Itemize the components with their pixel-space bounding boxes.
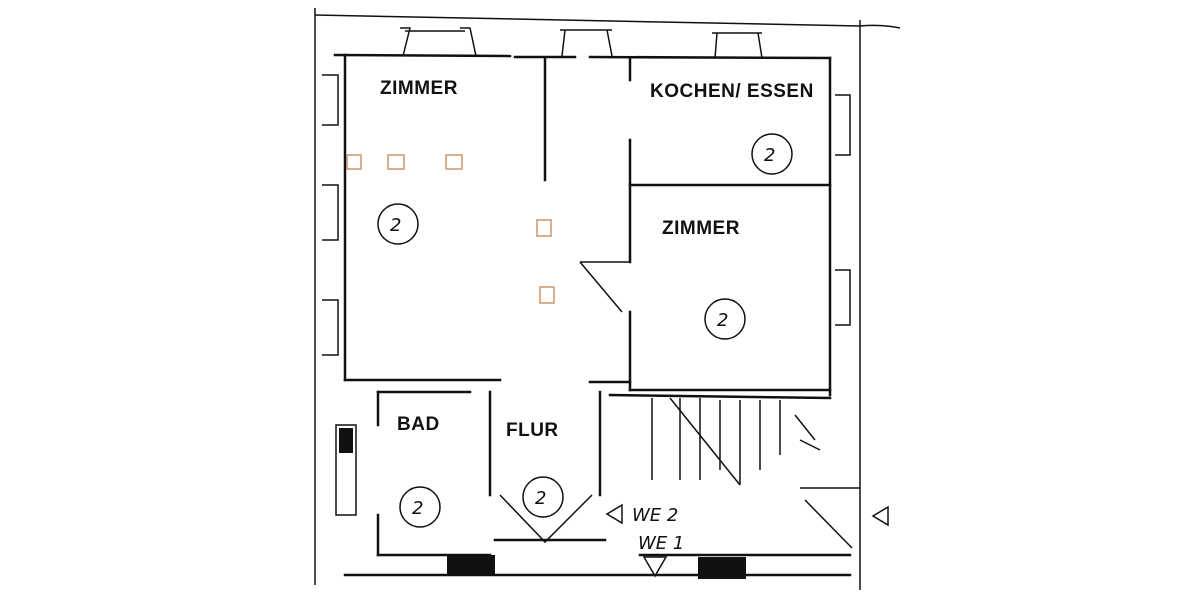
- room-marker: 2: [535, 488, 546, 509]
- room-flur: FLUR 2: [506, 420, 564, 518]
- room-kochen-essen: KOCHEN/ ESSEN 2: [650, 81, 814, 175]
- room-label: ZIMMER: [380, 78, 458, 99]
- room-marker-circle: [399, 486, 441, 528]
- room-marker-circle: [704, 298, 746, 340]
- entrance-label: WE 1: [638, 533, 684, 554]
- entrance-arrow-icon: [642, 556, 668, 578]
- room-bad: BAD 2: [397, 414, 441, 528]
- room-marker-circle: [751, 133, 793, 175]
- room-label: KOCHEN/ ESSEN: [650, 81, 814, 102]
- room-marker: 2: [412, 498, 423, 519]
- room-label: FLUR: [506, 420, 559, 441]
- fixtures: [346, 154, 555, 304]
- entrance-we1: WE 1: [638, 533, 684, 578]
- entrance-we2: WE 2: [605, 503, 678, 526]
- room-marker-circle: [377, 203, 419, 245]
- room-label: ZIMMER: [662, 218, 740, 239]
- room-zimmer-1: ZIMMER 2: [377, 78, 458, 245]
- room-marker-circle: [522, 476, 564, 518]
- walls: [314, 8, 901, 590]
- room-label: BAD: [397, 414, 440, 435]
- entrance-label: WE 2: [632, 505, 678, 526]
- room-marker: 2: [717, 310, 728, 331]
- entrance-arrow-icon: [871, 505, 889, 527]
- room-marker: 2: [390, 215, 401, 236]
- entrance-arrow-icon: [605, 503, 623, 525]
- room-marker: 2: [764, 145, 775, 166]
- room-zimmer-2: ZIMMER 2: [662, 218, 746, 340]
